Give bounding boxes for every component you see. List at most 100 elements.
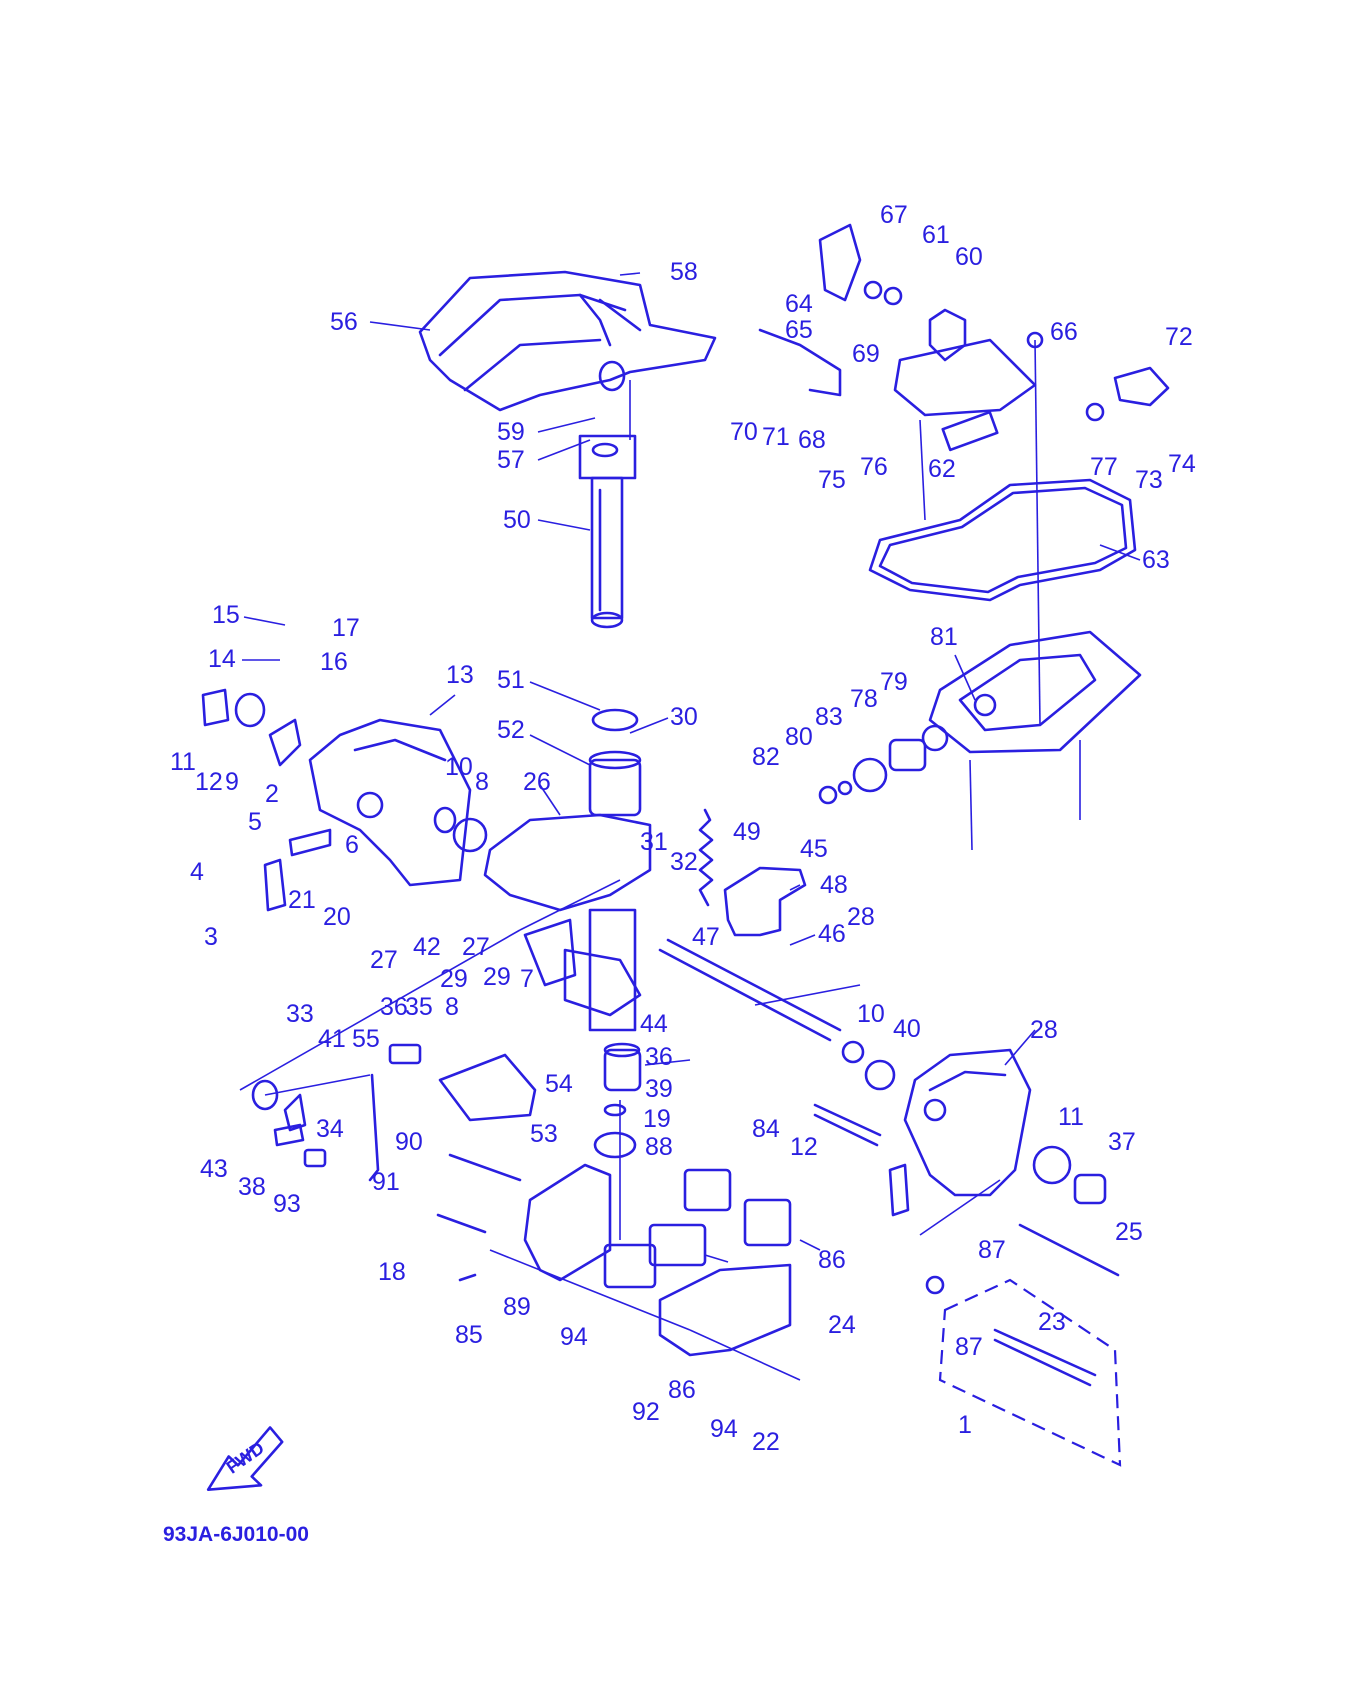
callout: 75 [818,466,846,494]
callout: 30 [670,703,698,731]
assembly-lines [239,380,1001,1381]
callout: 48 [820,871,848,899]
callout: 2 [265,780,279,808]
callout: 69 [852,340,880,368]
drawing-code: 93JA-6J010-00 [163,1523,309,1546]
callout: 37 [1108,1128,1136,1156]
mount-stack [818,724,949,805]
callout: 9 [225,768,239,796]
callout: 31 [640,828,668,856]
callout: 36 [380,993,408,1021]
callout: 14 [208,645,236,673]
lower-bolts [436,1153,522,1282]
callout: 94 [710,1415,738,1443]
callout: 33 [286,1000,314,1028]
callout: 36 [645,1043,673,1071]
callout: 41 [318,1025,346,1053]
callout: 83 [815,703,843,731]
callout: 79 [880,668,908,696]
callout: 40 [893,1015,921,1043]
callout: 59 [497,418,525,446]
callout: 57 [497,446,525,474]
callout: 18 [378,1258,406,1286]
tilt-lock-lever [251,918,577,1182]
callout: 74 [1168,450,1196,478]
callout: 53 [530,1120,558,1148]
callout: 51 [497,666,525,694]
callout: 1 [958,1411,972,1439]
callout: 32 [670,848,698,876]
callout: 26 [523,768,551,796]
callout: 29 [483,963,511,991]
callout: 52 [497,716,525,744]
callout: 8 [445,993,459,1021]
callout: 54 [545,1070,573,1098]
callout: 65 [785,316,813,344]
callout: 87 [978,1236,1006,1264]
callout: 46 [818,920,846,948]
callout-labels: 67 61 60 58 56 64 65 66 72 69 70 71 68 7… [170,201,1196,1456]
callout: 71 [762,423,790,451]
callout: 66 [1050,318,1078,346]
callout: 86 [668,1376,696,1404]
callout: 93 [273,1190,301,1218]
callout: 92 [632,1398,660,1426]
callout: 50 [503,506,531,534]
callout: 47 [692,923,720,951]
callout: 81 [930,623,958,651]
callout: 70 [730,418,758,446]
callout: 56 [330,308,358,336]
callout: 84 [752,1115,780,1143]
callout: 91 [372,1168,400,1196]
callout: 24 [828,1311,856,1339]
leader-lines [242,272,1141,1263]
lower-cover-assembly [523,1163,792,1357]
callout: 28 [847,903,875,931]
steering-shaft [578,434,637,629]
callout: 3 [204,923,218,951]
callout: 77 [1090,453,1118,481]
callout: 72 [1165,323,1193,351]
callout: 25 [1115,1218,1143,1246]
callout: 21 [288,886,316,914]
callout: 22 [752,1428,780,1456]
callout: 42 [413,933,441,961]
callout: 45 [800,835,828,863]
callout: 73 [1135,466,1163,494]
callout: 12 [790,1133,818,1161]
spring [698,808,714,907]
callout: 60 [955,243,983,271]
callout: 11 [170,748,196,776]
callout: 85 [455,1321,483,1349]
callout: 29 [440,965,468,993]
callout: 43 [200,1155,228,1183]
callout: 38 [238,1173,266,1201]
callout: 62 [928,455,956,483]
thru-tube [658,938,896,1091]
callout: 61 [922,221,950,249]
callout: 58 [670,258,698,286]
callout: 27 [462,933,490,961]
gasket [868,339,1137,726]
callout: 44 [640,1010,668,1038]
callout: 55 [352,1025,380,1053]
left-clamp-bracket [201,688,488,912]
kit-22-box [925,1275,1122,1467]
callout: 19 [643,1105,671,1133]
lower-plate [928,630,1142,851]
upper-mount-assembly [758,223,1170,452]
steering-handle-bracket [418,270,717,412]
callout: 64 [785,290,813,318]
callout: 13 [446,661,474,689]
callout: 34 [316,1115,344,1143]
tilt-clip [723,866,807,937]
callout: 8 [475,768,489,796]
callout: 80 [785,723,813,751]
callout: 6 [345,831,359,859]
callout: 76 [860,453,888,481]
callout: 16 [320,648,348,676]
callout: 39 [645,1075,673,1103]
swivel-bracket [483,708,652,1032]
callout: 78 [850,685,878,713]
